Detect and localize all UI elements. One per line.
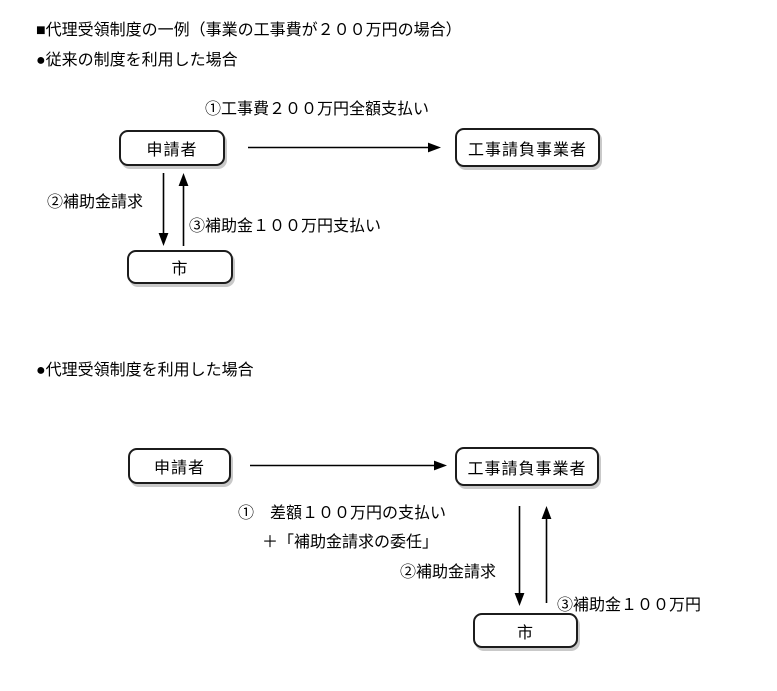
s1-contractor-label: 工事請負事業者	[467, 141, 587, 159]
section-proxy-heading: ●代理受領制度を利用した場合	[36, 362, 254, 379]
s1-applicant-label: 申請者	[146, 142, 198, 159]
s2-step1-label-line1: ① 差額１００万円の支払い	[238, 505, 447, 522]
s2-subsidy-payment-arrow	[541, 506, 552, 603]
section-conventional-heading: ●従来の制度を利用した場合	[36, 52, 238, 69]
s2-step1-label-line2: ＋「補助金請求の委任」	[262, 534, 439, 551]
s2-applicant-label: 申請者	[153, 460, 205, 477]
s1-payment-arrow	[248, 142, 441, 153]
s2-applicant-box: 申請者	[128, 448, 231, 484]
s1-step3-label: ③補助金１００万円支払い	[189, 218, 382, 235]
s2-subsidy-request-arrow	[514, 506, 525, 606]
s1-subsidy-payment-arrow	[178, 173, 189, 246]
s2-city-label: 市	[516, 624, 534, 642]
s2-payment-arrow	[250, 460, 447, 471]
page-title: ■代理受領制度の一例（事業の工事費が２００万円の場合）	[36, 22, 462, 39]
s2-contractor-label: 工事請負事業者	[467, 460, 587, 478]
s1-step2-label: ②補助金請求	[47, 194, 144, 211]
s1-step1-label: ①工事費２００万円全額支払い	[205, 101, 430, 118]
s2-step2-label: ②補助金請求	[400, 564, 497, 581]
s1-contractor-box: 工事請負事業者	[455, 128, 600, 167]
s1-city-box: 市	[127, 250, 233, 284]
s1-city-label: 市	[171, 261, 189, 278]
s2-contractor-box: 工事請負事業者	[455, 447, 599, 486]
s2-city-box: 市	[473, 613, 578, 648]
s2-step3-label: ③補助金１００万円	[557, 597, 702, 614]
s1-applicant-box: 申請者	[119, 130, 225, 166]
s1-subsidy-request-arrow	[158, 173, 169, 246]
